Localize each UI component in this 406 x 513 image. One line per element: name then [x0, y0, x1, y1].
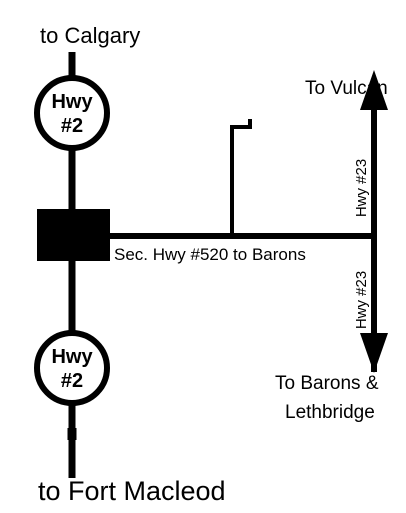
shield-circle — [34, 75, 110, 151]
label-to-fort-macleod: to Fort Macleod — [38, 476, 226, 506]
town-block — [37, 209, 110, 261]
label-highway-23-north: Hwy #23 — [353, 159, 370, 217]
label-to-vulcan: To Vulcan — [305, 78, 388, 99]
arrow-up-icon — [360, 70, 388, 110]
shield-line2: #2 — [61, 370, 83, 392]
label-to-barons-line2: Lethbridge — [285, 402, 375, 423]
label-highway-23-south: Hwy #23 — [353, 271, 370, 329]
label-secondary-highway-520: Sec. Hwy #520 to Barons — [114, 245, 306, 264]
label-to-calgary: to Calgary — [40, 23, 140, 48]
highway-2-shield-north: Hwy #2 — [34, 75, 110, 151]
shield-line1: Hwy — [51, 346, 93, 368]
side-road — [230, 119, 252, 236]
shield-circle — [34, 330, 110, 406]
highway-2-shield-south: Hwy #2 — [34, 330, 110, 406]
arrow-down-icon — [360, 333, 388, 373]
shield-line1: Hwy — [51, 91, 93, 113]
shield-line2: #2 — [61, 115, 83, 137]
label-to-barons-line1: To Barons & — [275, 373, 379, 394]
